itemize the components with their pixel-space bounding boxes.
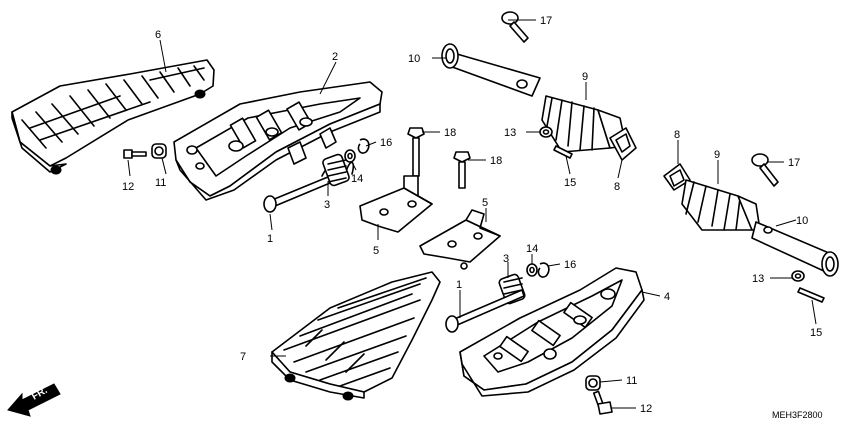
callout-5-b: 5 <box>482 197 488 209</box>
callout-8-upper: 8 <box>614 181 620 193</box>
callout-3-upper: 3 <box>324 199 330 211</box>
part-15-cotter-upper <box>553 145 573 159</box>
part-2-step-bracket <box>173 81 383 201</box>
part-12-bolt-upper <box>123 149 147 159</box>
callout-labels: 6 2 1 3 14 16 11 12 18 18 5 5 10 17 9 8 … <box>122 15 823 420</box>
callout-18-b: 18 <box>490 155 502 167</box>
leader-lines <box>127 19 817 409</box>
part-16-clip-lower <box>537 262 550 278</box>
part-4-step-bracket <box>459 267 645 397</box>
callout-12-upper: 12 <box>122 181 134 193</box>
callout-5-a: 5 <box>373 245 379 257</box>
callout-17-upper: 17 <box>540 15 552 27</box>
callout-7: 7 <box>240 351 246 363</box>
callout-4: 4 <box>664 291 670 303</box>
part-11-collar-upper <box>151 143 167 159</box>
part-13-washer-upper <box>539 126 553 138</box>
callout-13-upper: 13 <box>504 127 516 139</box>
part-7-rubber-pad <box>271 271 441 401</box>
part-6-rubber-pad <box>11 59 215 175</box>
part-17-pin-upper <box>501 11 529 43</box>
callout-17-right: 17 <box>788 157 800 169</box>
part-11-collar-lower <box>585 375 601 391</box>
part-17-pin-right <box>751 153 779 187</box>
callout-9-right: 9 <box>714 149 720 161</box>
part-9-peg-rubber-right <box>681 179 761 231</box>
callout-9-upper: 9 <box>582 71 588 83</box>
callout-14-upper: 14 <box>351 173 363 185</box>
part-14-washer-lower <box>526 263 538 277</box>
part-14-washer-upper <box>344 149 356 163</box>
callout-2: 2 <box>332 51 338 63</box>
callout-15-upper: 15 <box>564 177 576 189</box>
part-8-cap-right <box>663 163 691 191</box>
front-direction-arrow: FR. <box>7 383 61 417</box>
part-5-bracket-lower <box>419 209 501 270</box>
callout-1-lower: 1 <box>456 279 462 291</box>
callout-15-right: 15 <box>810 327 822 339</box>
callout-10-right: 10 <box>796 215 808 227</box>
callout-10-upper: 10 <box>408 53 420 65</box>
part-16-clip-upper <box>357 138 370 154</box>
callout-1-upper: 1 <box>267 233 273 245</box>
part-10-peg-pin-upper <box>441 43 541 97</box>
callout-3-lower: 3 <box>503 253 509 265</box>
callout-12-lower: 12 <box>640 403 652 415</box>
part-18-bolt-b <box>453 151 471 189</box>
callout-18-a: 18 <box>444 127 456 139</box>
callout-16-lower: 16 <box>564 259 576 271</box>
part-10-peg-pin-right <box>751 221 839 277</box>
part-3-return-spring-upper <box>321 153 355 187</box>
part-12-bolt-lower <box>592 390 613 415</box>
callout-8-right: 8 <box>674 129 680 141</box>
part-5-bracket-upper <box>359 175 433 233</box>
callout-6: 6 <box>155 29 161 41</box>
part-1-pivot-pin-lower <box>445 289 525 333</box>
part-13-washer-right <box>791 270 805 282</box>
callout-16-upper: 16 <box>380 137 392 149</box>
part-18-bolt-a <box>407 127 425 177</box>
part-15-cotter-right <box>797 287 825 303</box>
callout-11-lower: 11 <box>626 375 637 387</box>
callout-14-lower: 14 <box>526 243 538 255</box>
callout-11-upper: 11 <box>155 177 166 189</box>
diagram-code: MEH3F2800 <box>772 410 823 420</box>
callout-13-right: 13 <box>752 273 764 285</box>
part-8-cap-upper <box>609 127 637 161</box>
